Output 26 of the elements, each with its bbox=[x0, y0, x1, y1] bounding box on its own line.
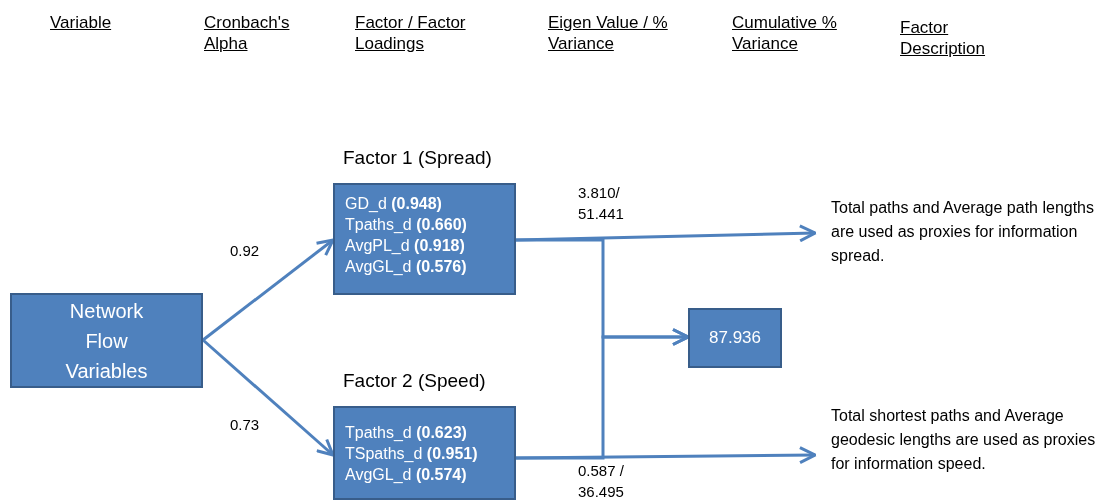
factor-loading: Tpaths_d (0.623) bbox=[345, 423, 468, 443]
process-box bbox=[10, 293, 203, 388]
arrow bbox=[516, 328, 690, 460]
column-header: Cronbach's Alpha bbox=[204, 12, 291, 54]
column-header: Eigen Value / % Variance bbox=[548, 12, 669, 54]
column-header: Variable bbox=[50, 12, 113, 33]
arrow bbox=[202, 238, 335, 342]
column-header: Cumulative % Variance bbox=[732, 12, 838, 54]
box-label: 87.936 bbox=[709, 327, 761, 349]
factor-loading: AvgGL_d (0.574) bbox=[345, 465, 468, 485]
column-header: Factor Description bbox=[900, 17, 987, 59]
factor-heading: Factor 2 (Speed) bbox=[343, 370, 486, 392]
factor-loading: GD_d (0.948) bbox=[345, 194, 443, 214]
process-box bbox=[688, 308, 782, 368]
factor-description: Total shortest paths and Average geodesic lengths are used as proxies for information speed. bbox=[831, 406, 1097, 474]
factor-description: Total paths and Average path lengths are used as proxies for information spread. bbox=[831, 198, 1095, 266]
factor-heading: Factor 1 (Spread) bbox=[343, 147, 492, 169]
arrow bbox=[516, 446, 817, 465]
factor-loading: TSpaths_d (0.951) bbox=[345, 444, 479, 464]
factor-loading: AvgGL_d (0.576) bbox=[345, 257, 468, 277]
factor-loading: Tpaths_d (0.660) bbox=[345, 215, 468, 235]
factor-loading: AvgPL_d (0.918) bbox=[345, 236, 466, 256]
box-label: Network Flow Variables bbox=[64, 298, 149, 384]
arrow bbox=[515, 224, 817, 243]
column-header: Factor / Factor Loadings bbox=[355, 12, 467, 54]
arrow bbox=[202, 338, 335, 457]
